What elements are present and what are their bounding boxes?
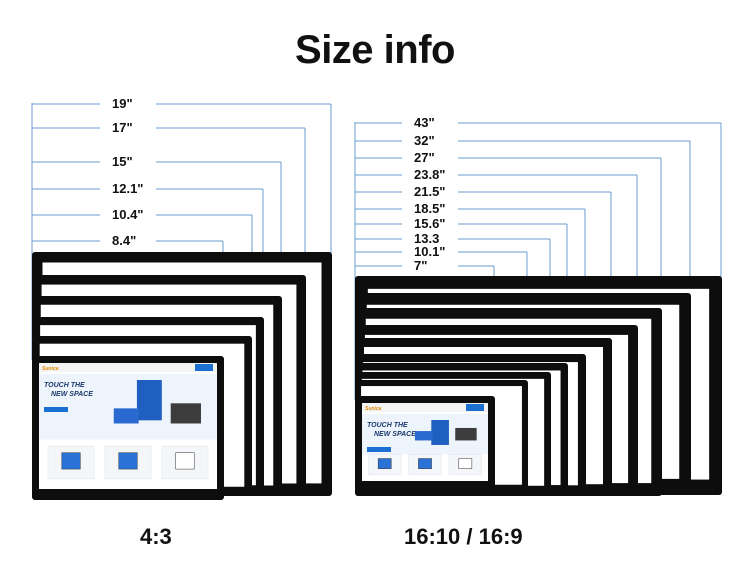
product-pos-shape: [170, 403, 201, 424]
nav-bar: [39, 363, 217, 372]
page-title: Size info: [295, 28, 455, 72]
product-tablet-shape: [431, 420, 449, 445]
size-label-15-6in: 15.6": [414, 216, 445, 231]
product-monitor-shape: [414, 431, 433, 441]
size-label-7in: 7": [414, 258, 427, 273]
product-tile-image-1: [377, 458, 392, 469]
size-label-21-5in: 21.5": [414, 184, 445, 199]
size-label-8-4in: 8.4": [112, 233, 136, 248]
size-labels-4-3: 19" 17" 15" 12.1" 10.4" 8.4": [112, 96, 143, 248]
product-tile-image-2: [418, 458, 432, 469]
brand-logo-text: Sunica: [365, 406, 382, 412]
size-label-19in: 19": [112, 96, 133, 111]
hero-headline-2: NEW SPACE: [51, 391, 93, 398]
size-labels-16-9: 43" 32" 27" 23.8" 21.5" 18.5"15.6"13.310.1"7": [414, 115, 445, 273]
product-monitor-shape: [113, 408, 139, 424]
hero-headline-1: TOUCH THE: [44, 382, 85, 389]
size-label-27in: 27": [414, 150, 435, 165]
aspect-caption-4-3: 4:3: [140, 524, 172, 549]
nav-bar: [362, 403, 488, 412]
brand-logo-text: Sunica: [42, 366, 59, 372]
size-label-32in: 32": [414, 133, 435, 148]
size-label-13-3: 13.3: [414, 231, 439, 246]
product-tablet-shape: [136, 380, 162, 421]
hero-button: [367, 447, 391, 452]
size-label-18-5in: 18.5": [414, 201, 445, 216]
hero-headline-1: TOUCH THE: [367, 422, 408, 429]
size-label-23-8in: 23.8": [414, 167, 445, 182]
size-label-10-1in: 10.1": [414, 244, 445, 259]
product-tile-image-1: [61, 452, 81, 470]
aspect-caption-16-9: 16:10 / 16:9: [404, 524, 523, 549]
product-tile-image-3: [175, 452, 195, 470]
hero-button: [44, 407, 68, 412]
size-label-15in: 15": [112, 154, 133, 169]
size-label-10-4in: 10.4": [112, 207, 143, 222]
product-pos-shape: [455, 427, 477, 441]
hero-headline-2: NEW SPACE: [374, 431, 416, 438]
size-label-12-1in: 12.1": [112, 181, 143, 196]
product-tile-image-3: [458, 458, 473, 469]
nav-cta-button: [195, 364, 213, 371]
nav-cta-button: [466, 404, 484, 411]
size-label-17in: 17": [112, 120, 133, 135]
size-label-43in: 43": [414, 115, 435, 130]
product-tile-image-2: [118, 452, 138, 470]
